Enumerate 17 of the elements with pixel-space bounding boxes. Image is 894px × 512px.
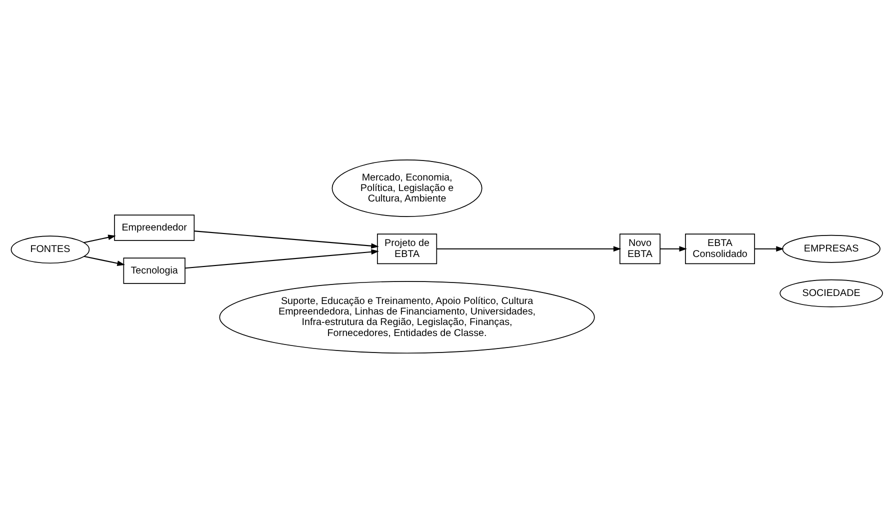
arrow [660,246,688,252]
arrow [194,230,379,248]
node-ellipse: SOCIEDADE [780,278,883,307]
node-box: Projeto de EBTA [377,233,438,264]
node-box: Tecnologia [123,257,186,284]
node-box: Empreendedor [114,214,195,240]
arrow [84,255,125,266]
arrow [185,248,379,268]
arrow [436,246,622,252]
node-ellipse: Suporte, Educação e Treinamento, Apoio Político, Cultura Empreendedora, Linhas de Financiamento, Universidades, Infra-estrutura da Região, Legislação, Finanças, Fornecedores, Entidades de Classe. [219,280,595,354]
arrow [754,246,784,252]
node-ellipse: Mercado, Economia, Política, Legislação e Cultura, Ambiente [332,159,482,216]
node-ellipse: FONTES [10,235,90,264]
node-ellipse: EMPRESAS [782,234,880,262]
arrow [84,234,116,243]
node-box: Novo EBTA [619,233,660,264]
node-box: EBTA Consolidado [685,233,755,264]
